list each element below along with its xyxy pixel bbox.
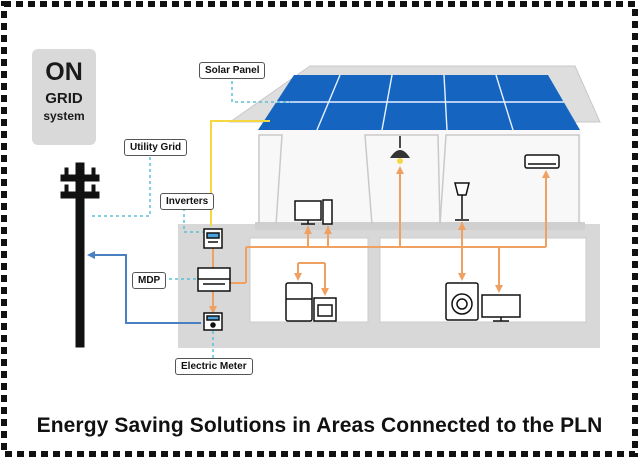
television-icon (481, 294, 521, 322)
on-grid-badge: ON GRID system (32, 49, 96, 145)
floor-lamp-icon (454, 182, 470, 221)
callout-connectors (90, 75, 290, 358)
utility-grid-label: Utility Grid (124, 139, 188, 156)
electric-meter-label: Electric Meter (175, 358, 253, 375)
grid-line (87, 251, 201, 324)
caption: Energy Saving Solutions in Areas Connect… (36, 414, 603, 437)
power-lines (212, 168, 547, 313)
air-conditioner-icon (524, 154, 560, 169)
inverters-label: Inverters (160, 193, 215, 210)
inverter-icon (203, 228, 223, 249)
badge-on: ON (45, 58, 83, 86)
refrigerator-icon (285, 282, 313, 322)
utility-pole (60, 162, 100, 348)
stove-icon (313, 297, 337, 322)
computer-icon (294, 199, 333, 225)
electric-meter-icon (203, 312, 223, 331)
ceiling-lamp-icon (390, 136, 410, 164)
washing-machine-icon (445, 282, 479, 321)
badge-system: system (43, 109, 85, 123)
badge-grid: GRID (45, 90, 83, 107)
mdp-label: MDP (132, 272, 167, 289)
solar-panel-label: Solar Panel (199, 62, 266, 79)
mdp-panel-icon (197, 267, 231, 292)
solar-feed-line (210, 120, 270, 226)
solar-panel-array (258, 74, 580, 131)
